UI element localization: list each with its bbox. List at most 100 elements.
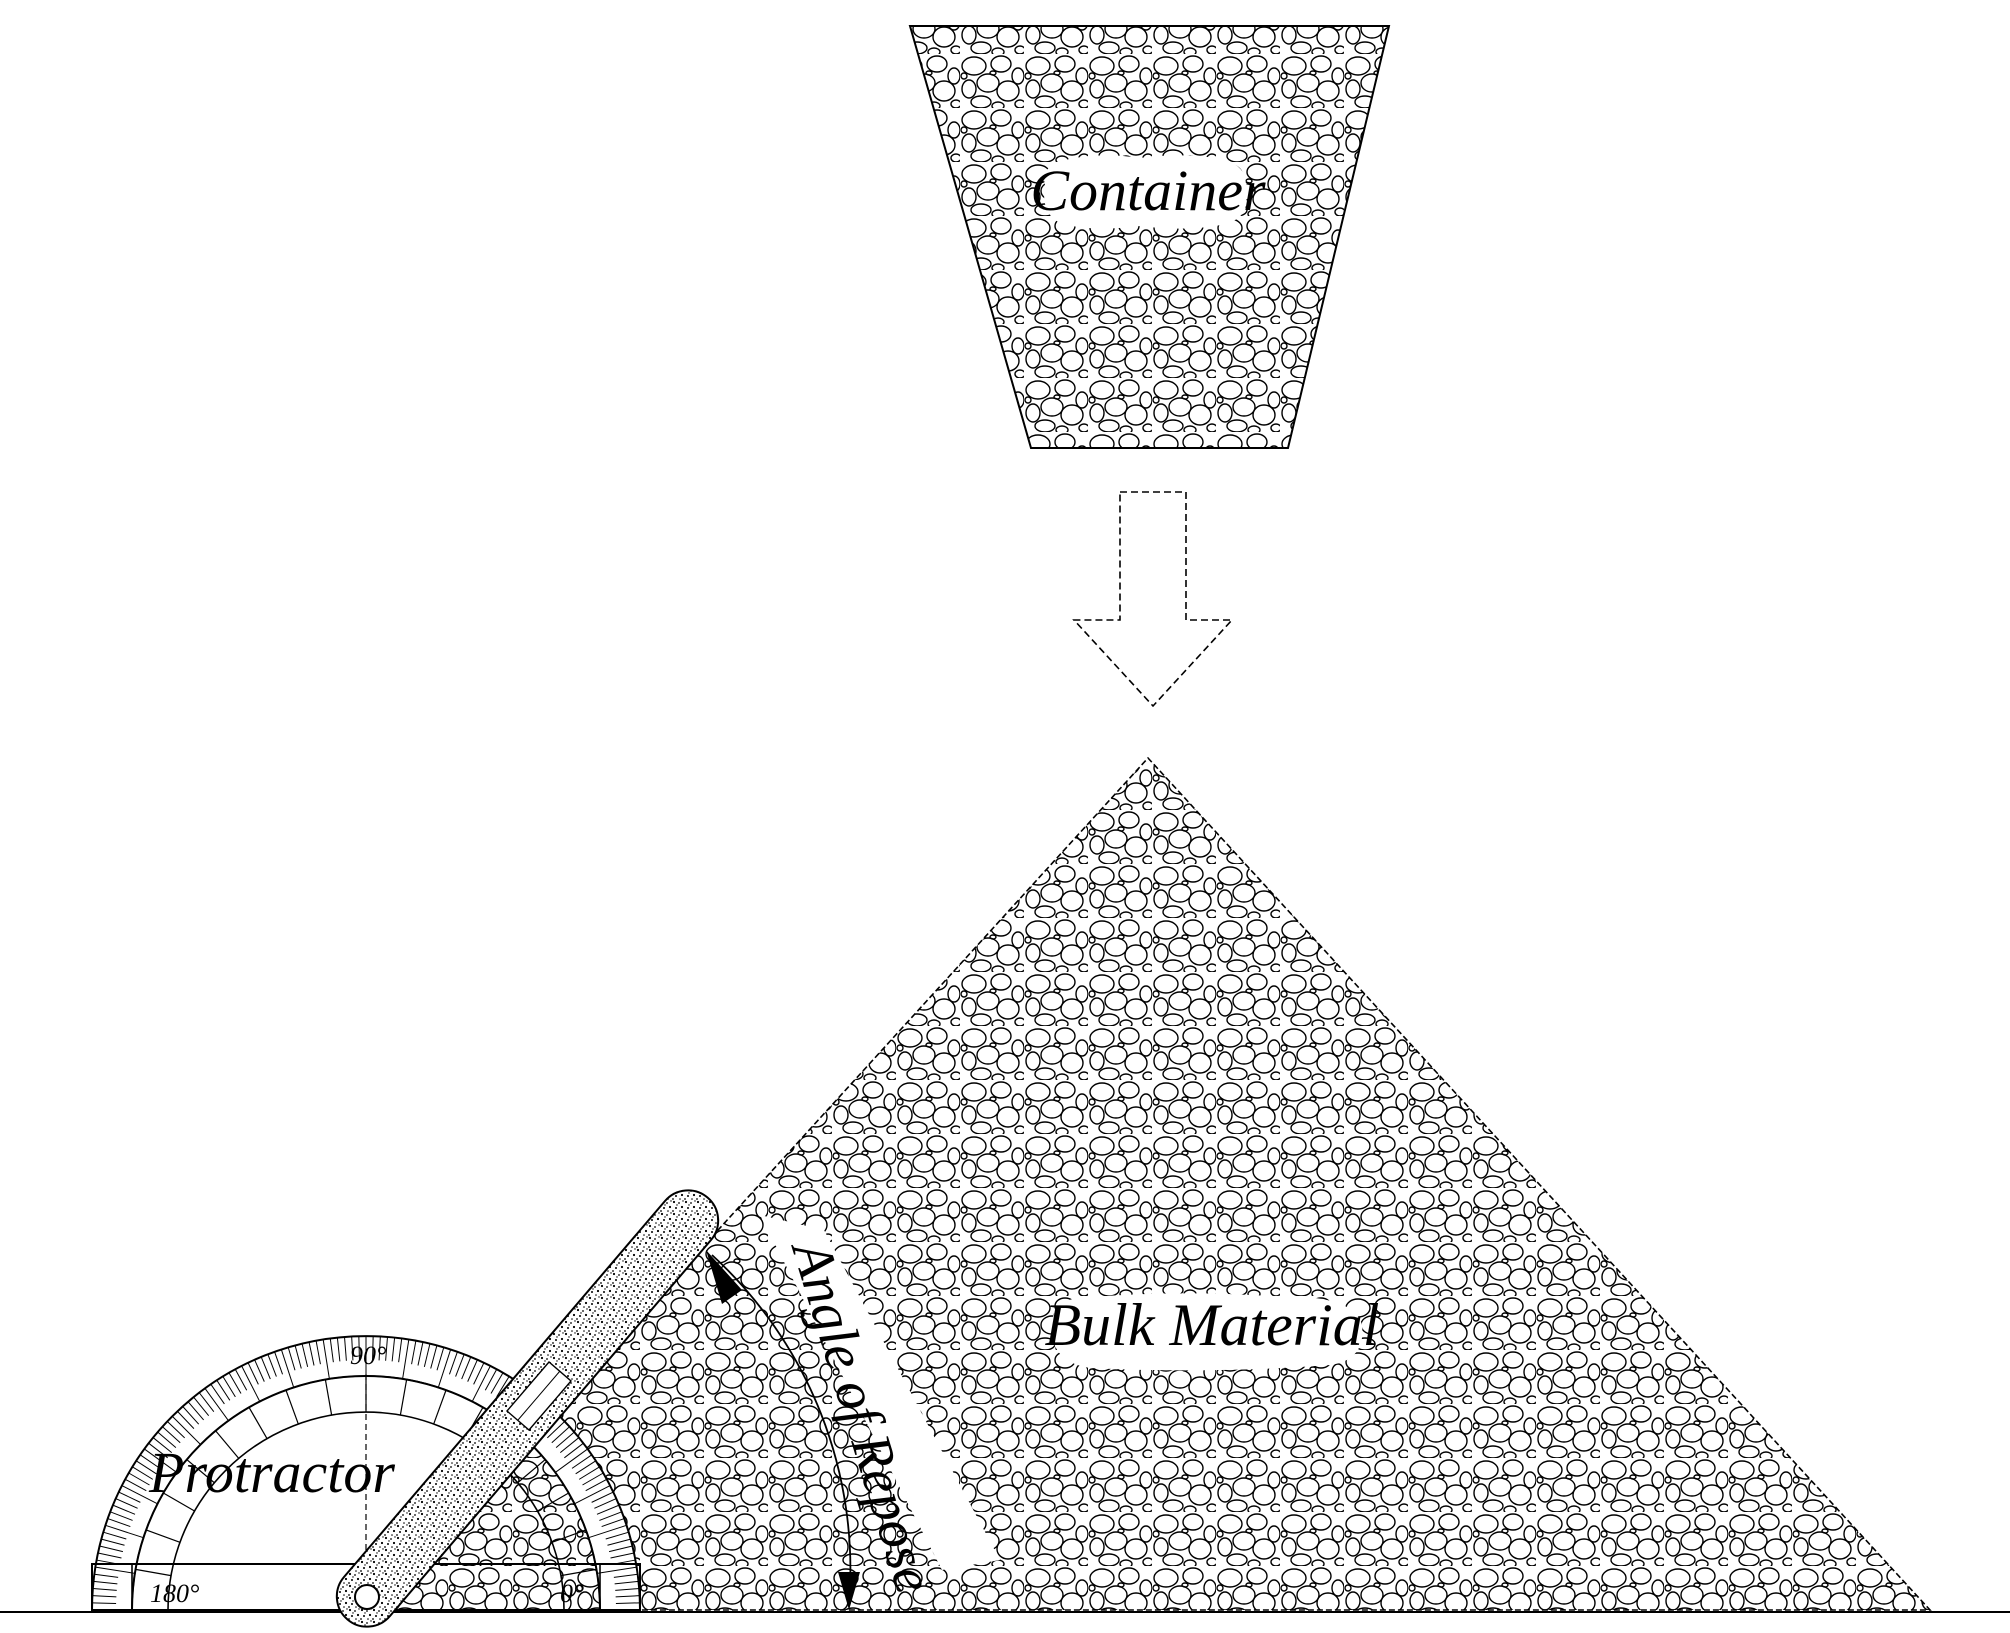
protractor-rim-tick (378, 1336, 381, 1361)
protractor-rim-tick (95, 1566, 135, 1574)
protractor-rim-tick (94, 1573, 119, 1578)
protractor-rim-tick (372, 1336, 374, 1361)
protractor-rim-tick (615, 1588, 640, 1591)
protractor-rim-tick (171, 1415, 201, 1445)
protractor-rim-tick (204, 1388, 229, 1421)
protractor-rim-tick (591, 1491, 614, 1503)
protractor-rim-tick (166, 1421, 186, 1439)
protractor-rim-tick (551, 1426, 570, 1444)
protractor-rim-tick (124, 1478, 147, 1492)
protractor-degree-tick (560, 1568, 597, 1577)
bulk-material-label: Bulk Material (1045, 1292, 1380, 1358)
protractor-rim-tick (385, 1336, 388, 1361)
protractor-rim-tick (280, 1349, 295, 1388)
protractor-rim-tick (162, 1426, 181, 1444)
protractor-degree-tick (145, 1529, 181, 1543)
protractor-rim-tick (105, 1524, 144, 1539)
protractor-rim-tick (436, 1347, 445, 1371)
protractor-rim-tick (187, 1401, 205, 1421)
protractor-rim-tick (274, 1351, 284, 1375)
protractor-rim-tick (148, 1442, 168, 1459)
protractor-rim-tick (121, 1485, 158, 1505)
protractor-rim-tick (222, 1376, 236, 1398)
protractor-rim-tick (613, 1573, 638, 1578)
protractor-rim-tick (596, 1504, 620, 1515)
protractor-degree-tick (324, 1379, 333, 1416)
protractor-rim-tick (605, 1531, 629, 1540)
straight-edge (335, 1189, 720, 1628)
protractor-degree-tick (551, 1529, 587, 1543)
bulk-material-pile: Bulk Material (370, 756, 1932, 1611)
protractor-degree-tick (163, 1492, 195, 1512)
protractor-rim-tick (267, 1354, 277, 1377)
protractor-rim-tick (344, 1336, 347, 1361)
protractor-rim-tick (93, 1580, 118, 1585)
protractor-rim-tick (411, 1340, 417, 1365)
protractor-rim-tick (615, 1595, 640, 1598)
protractor-rim-tick (608, 1545, 633, 1553)
flow-arrow (1072, 491, 1234, 708)
protractor-degree-tick (186, 1459, 215, 1484)
protractor-degree-tick (248, 1407, 268, 1439)
protractor-degree-tick (517, 1459, 546, 1484)
protractor-rim-tick (615, 1602, 640, 1604)
protractor-rim-tick (490, 1372, 504, 1394)
protractor-degree-tick (215, 1430, 240, 1459)
protractor-rim-tick (559, 1437, 580, 1454)
protractor-rim-tick (287, 1347, 296, 1371)
protractor-rim-tick (564, 1442, 584, 1459)
protractor-rim-tick (110, 1511, 133, 1521)
protractor-rim-tick (423, 1343, 431, 1368)
protractor-rim-tick (607, 1538, 631, 1546)
protractor-rim-tick (112, 1504, 136, 1515)
protractor-rim-tick (358, 1336, 360, 1361)
protractor-rim-tick (555, 1448, 588, 1473)
protractor-rim-tick (308, 1341, 315, 1366)
protractor-rim-tick (398, 1338, 403, 1363)
protractor-rim-tick (575, 1460, 597, 1475)
protractor-rim-tick (139, 1454, 161, 1469)
protractor-degree-tick (433, 1389, 447, 1425)
protractor-rim-tick (574, 1485, 611, 1505)
protractor-180-label: 180° (150, 1579, 199, 1608)
protractor-rim-tick (484, 1368, 498, 1391)
protractor-rim-tick (601, 1518, 625, 1528)
protractor-rim-tick (471, 1365, 491, 1402)
protractor-rim-tick (614, 1580, 639, 1585)
protractor-rim-tick (391, 1337, 396, 1362)
protractor-degree-tick (135, 1568, 172, 1577)
protractor-rim-tick (473, 1362, 485, 1385)
container-label: Container (1030, 158, 1266, 223)
protractor-rim-tick (135, 1460, 157, 1475)
protractor-rim-tick (610, 1552, 635, 1559)
protractor-rim-tick (402, 1339, 410, 1379)
protractor-rim-tick (101, 1538, 125, 1546)
protractor-rim-tick (132, 1466, 154, 1480)
protractor-rim-tick (329, 1338, 334, 1363)
protractor-rim-tick (322, 1339, 330, 1379)
protractor-0-label: 0° (560, 1579, 583, 1608)
protractor-rim-tick (448, 1351, 458, 1375)
protractor-rim-tick (578, 1466, 600, 1480)
protractor-rim-tick (115, 1498, 138, 1509)
protractor-rim-tick (467, 1359, 478, 1382)
container: Container (908, 25, 1391, 449)
protractor-degree-tick (285, 1389, 299, 1425)
protractor-rim-tick (430, 1345, 438, 1369)
protractor-degree-tick (537, 1492, 569, 1512)
protractor-rim-tick (92, 1588, 117, 1591)
arc-arrowhead-top (706, 1250, 742, 1304)
protractor-rim-tick (351, 1336, 354, 1361)
protractor-rim-tick (594, 1498, 617, 1509)
protractor-rim-tick (107, 1518, 131, 1528)
protractor-rim-tick (597, 1566, 637, 1574)
protractor-rim-tick (92, 1595, 117, 1598)
protractor-rim-tick (228, 1372, 242, 1394)
protractor-rim-tick (152, 1437, 173, 1454)
protractor-rim-tick (97, 1552, 122, 1559)
protractor-rim-tick (294, 1345, 302, 1369)
protractor-label: Protractor (148, 1440, 395, 1505)
protractor-rim-tick (599, 1511, 622, 1521)
protractor-rim-tick (546, 1421, 566, 1439)
